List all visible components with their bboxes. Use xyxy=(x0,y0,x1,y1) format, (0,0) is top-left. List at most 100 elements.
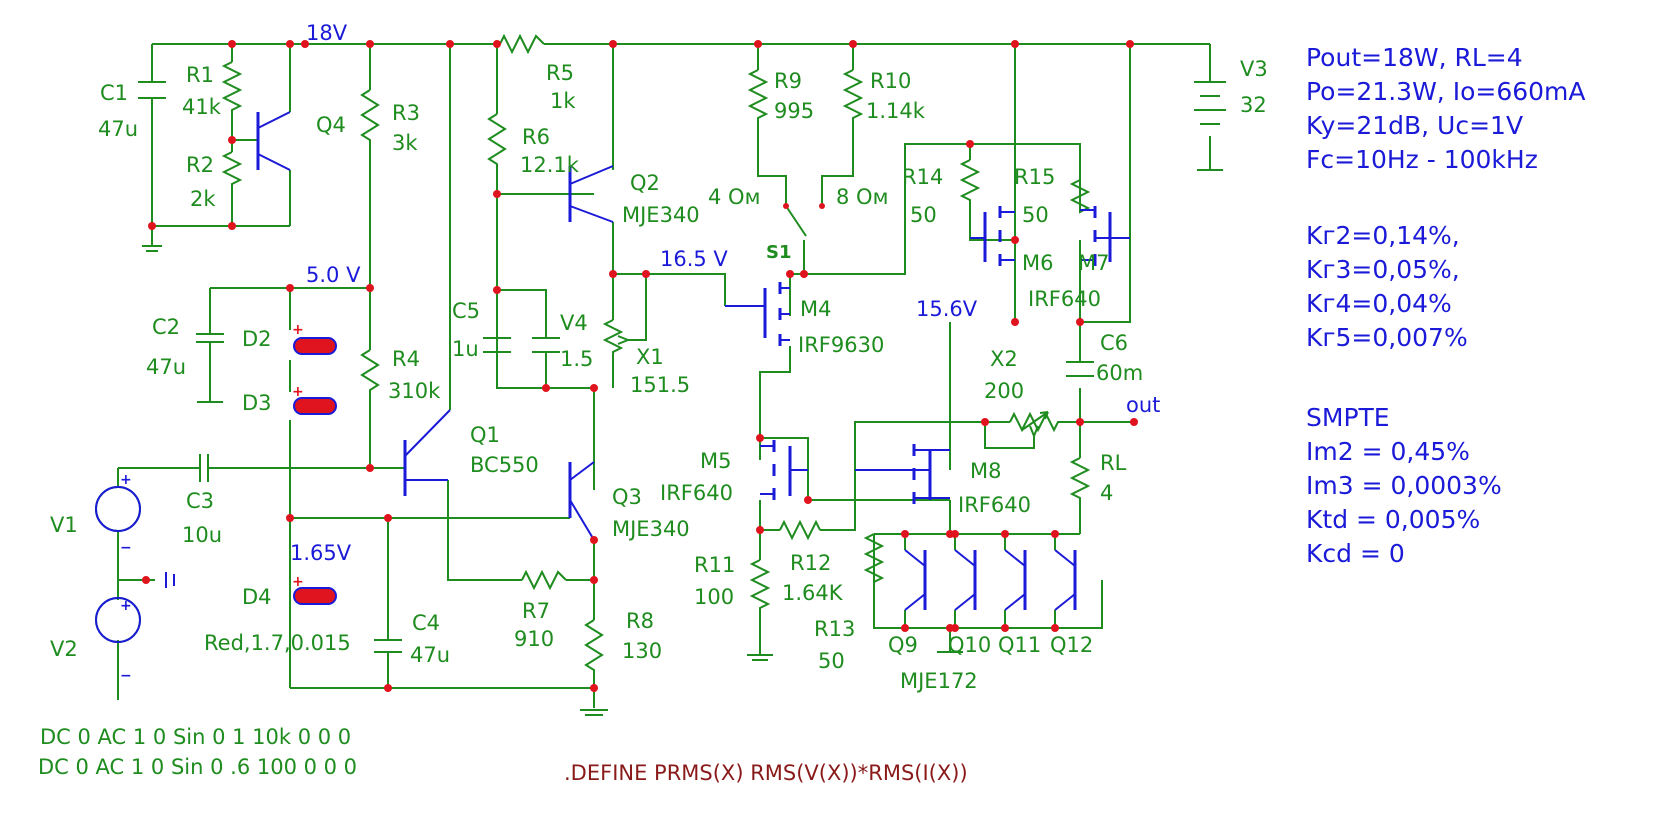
svg-text:+: + xyxy=(292,322,304,338)
imd-line: Im3 = 0,0003% xyxy=(1306,471,1502,500)
r6-ref: R6 xyxy=(522,125,550,149)
r1-value: 41k xyxy=(182,95,222,119)
d3-ref: D3 xyxy=(242,391,272,415)
c1-ref: C1 xyxy=(100,81,128,105)
polarity-marks: + + + + − + − xyxy=(120,322,304,684)
c3-ref: C3 xyxy=(186,489,214,513)
s1-ref: S1 xyxy=(766,242,792,263)
m8-value: IRF640 xyxy=(958,493,1031,517)
q3-ref: Q3 xyxy=(612,485,642,509)
semiconductors xyxy=(95,111,1130,643)
r10-ref: R10 xyxy=(870,69,911,93)
r9-ref: R9 xyxy=(774,69,802,93)
c3-value: 10u xyxy=(182,523,222,547)
harmonic-line: Kг4=0,04% xyxy=(1306,289,1452,318)
r13-ref: R13 xyxy=(814,617,855,641)
node-1v65-label: 1.65V xyxy=(290,541,352,565)
svg-text:−: − xyxy=(120,668,132,684)
r14-ref: R14 xyxy=(902,165,943,189)
wires xyxy=(117,43,1211,708)
m7-value: IRF640 xyxy=(1028,287,1101,311)
r12-value: 1.64K xyxy=(782,581,844,605)
d4-value: Red,1.7,0.015 xyxy=(204,631,351,655)
q3-value: MJE340 xyxy=(612,517,690,541)
r4-value: 310k xyxy=(388,379,441,403)
spec-line: Fc=10Hz - 100kHz xyxy=(1306,145,1538,174)
r1-ref: R1 xyxy=(186,63,214,87)
r3-value: 3k xyxy=(392,131,418,155)
node-16v5-label: 16.5 V xyxy=(660,247,728,271)
v3-ref: V3 xyxy=(1240,57,1268,81)
q1-value: BC550 xyxy=(470,453,539,477)
c5-value: 1u xyxy=(452,337,479,361)
c2-value: 47u xyxy=(146,355,186,379)
r8-value: 130 xyxy=(622,639,662,663)
x2-value: 200 xyxy=(984,379,1024,403)
net-labels: 18V 5.0 V 1.65V 16.5 V 15.6V out xyxy=(290,21,1160,565)
m6-ref: M6 xyxy=(1022,251,1053,275)
harmonic-line: Kг2=0,14%, xyxy=(1306,221,1460,250)
q2-ref: Q2 xyxy=(630,171,660,195)
m5-ref: M5 xyxy=(700,449,731,473)
r14-value: 50 xyxy=(910,203,937,227)
x2-ref: X2 xyxy=(990,347,1018,371)
resistors xyxy=(221,33,1091,680)
imd-line: Ktd = 0,005% xyxy=(1306,505,1480,534)
v3-value: 32 xyxy=(1240,93,1267,117)
x1-ref: X1 xyxy=(636,345,664,369)
m5-value: IRF640 xyxy=(660,481,733,505)
r7-value: 910 xyxy=(514,627,554,651)
notes-panel: Pout=18W, RL=4 Po=21.3W, Io=660mA Ky=21d… xyxy=(1306,43,1586,568)
spec-line: Po=21.3W, Io=660mA xyxy=(1306,77,1586,106)
node-5v-label: 5.0 V xyxy=(306,263,361,287)
c5-ref: C5 xyxy=(452,299,480,323)
q10-ref: Q10 xyxy=(948,633,991,657)
x1-value: 151.5 xyxy=(630,373,690,397)
q-group-value: MJE172 xyxy=(900,669,978,693)
d2-ref: D2 xyxy=(242,327,272,351)
q2-value: MJE340 xyxy=(622,203,700,227)
r8-ref: R8 xyxy=(626,609,654,633)
node-15v6-label: 15.6V xyxy=(916,297,978,321)
s1-pos-b: 8 Ом xyxy=(836,185,888,209)
svg-text:+: + xyxy=(120,598,132,614)
harmonic-line: Kг3=0,05%, xyxy=(1306,255,1460,284)
c6-value: 60m xyxy=(1096,361,1143,385)
ground-symbols xyxy=(142,169,1223,716)
m7-ref: M7 xyxy=(1078,251,1109,275)
r10-value: 1.14k xyxy=(866,99,926,123)
imd-line: Kcd = 0 xyxy=(1306,539,1405,568)
r5-ref: R5 xyxy=(546,61,574,85)
v2-spec: DC 0 AC 1 0 Sin 0 .6 100 0 0 0 xyxy=(38,755,357,779)
r13-value: 50 xyxy=(818,649,845,673)
svg-text:−: − xyxy=(120,540,132,556)
r9-value: 995 xyxy=(774,99,814,123)
svg-text:+: + xyxy=(120,472,132,488)
r2-value: 2k xyxy=(190,187,216,211)
spec-line: Pout=18W, RL=4 xyxy=(1306,43,1523,72)
define-statement: .DEFINE PRMS(X) RMS(V(X))*RMS(I(X)) xyxy=(564,761,968,785)
m8-ref: M8 xyxy=(970,459,1001,483)
v1-ref: V1 xyxy=(50,513,78,537)
r6-value: 12.1k xyxy=(520,153,580,177)
r15-value: 50 xyxy=(1022,203,1049,227)
rl-ref: RL xyxy=(1100,451,1127,475)
vcc-label: 18V xyxy=(306,21,348,45)
r7-ref: R7 xyxy=(522,599,550,623)
q11-ref: Q11 xyxy=(998,633,1041,657)
m4-value: IRF9630 xyxy=(798,333,884,357)
q4-ref: Q4 xyxy=(316,113,346,137)
component-labels: C1 47u R1 41k R2 2k Q4 R3 3k R4 310k C2 … xyxy=(50,57,1268,693)
c2-ref: C2 xyxy=(152,315,180,339)
svg-text:+: + xyxy=(292,574,304,590)
r12-ref: R12 xyxy=(790,551,831,575)
imd-line: SMPTE xyxy=(1306,403,1390,432)
m4-ref: M4 xyxy=(800,297,831,321)
rl-value: 4 xyxy=(1100,481,1113,505)
r2-ref: R2 xyxy=(186,153,214,177)
q9-ref: Q9 xyxy=(888,633,918,657)
r3-ref: R3 xyxy=(392,101,420,125)
imd-line: Im2 = 0,45% xyxy=(1306,437,1470,466)
footer-text: DC 0 AC 1 0 Sin 0 1 10k 0 0 0 DC 0 AC 1 … xyxy=(38,725,968,785)
